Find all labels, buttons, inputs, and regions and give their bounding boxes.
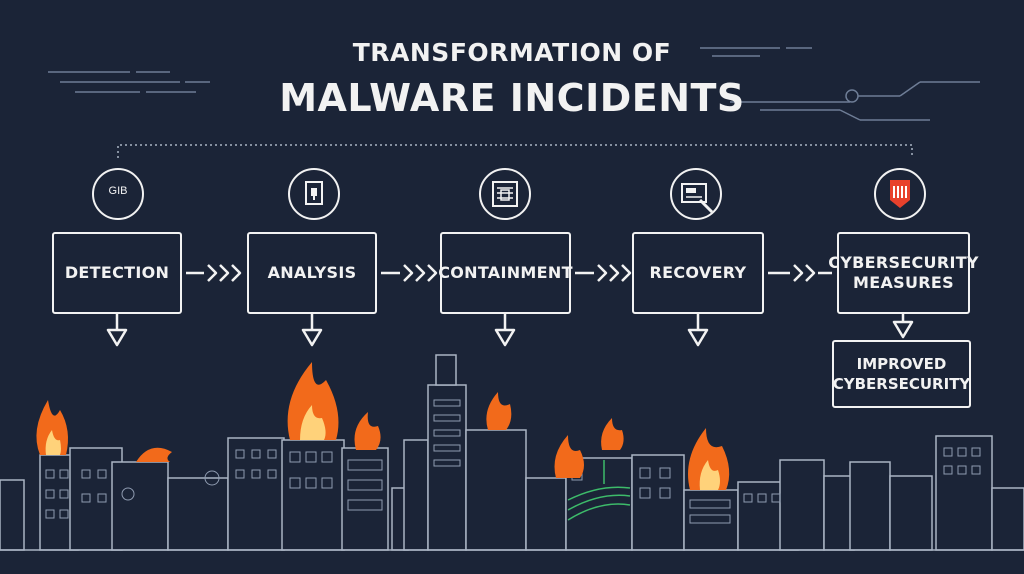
document-icon-glyph xyxy=(681,183,714,214)
step-containment-label: CONTAINMENT xyxy=(438,263,573,282)
server-icon xyxy=(479,168,531,220)
step-recovery-label: RECOVERY xyxy=(649,263,747,282)
step-detection-label: DETECTION xyxy=(64,263,170,282)
arrow-containment-recovery xyxy=(575,264,632,282)
gear-icon-label: GIB xyxy=(108,185,128,197)
result-label: IMPROVED CYBERSECURITY xyxy=(832,355,971,393)
shield-icon-glyph xyxy=(890,180,910,208)
lock-icon xyxy=(288,168,340,220)
title-line-1: TRANSFORMATION OF xyxy=(352,38,672,67)
shield-icon xyxy=(874,168,926,220)
step-detection: DETECTION xyxy=(52,232,182,314)
lock-icon-glyph xyxy=(305,181,323,205)
arrow-detection-analysis xyxy=(186,264,242,282)
gear-icon: GIB xyxy=(92,168,144,220)
down-arrows xyxy=(106,314,914,347)
document-icon xyxy=(670,168,722,220)
arrow-analysis-containment xyxy=(381,264,438,282)
step-cybersecurity-measures-label: CYBERSECURITY MEASURES xyxy=(828,253,979,292)
server-icon-glyph xyxy=(492,181,518,207)
step-recovery: RECOVERY xyxy=(632,232,764,314)
step-containment: CONTAINMENT xyxy=(438,232,573,314)
title-line-2: MALWARE INCIDENTS xyxy=(279,76,745,120)
step-analysis-label: ANALYSIS xyxy=(267,263,357,282)
step-analysis: ANALYSIS xyxy=(247,232,377,314)
result-improved-cybersecurity: IMPROVED CYBERSECURITY xyxy=(832,340,971,408)
step-cybersecurity-measures: CYBERSECURITY MEASURES xyxy=(828,232,979,314)
arrow-recovery-measures xyxy=(768,264,832,282)
